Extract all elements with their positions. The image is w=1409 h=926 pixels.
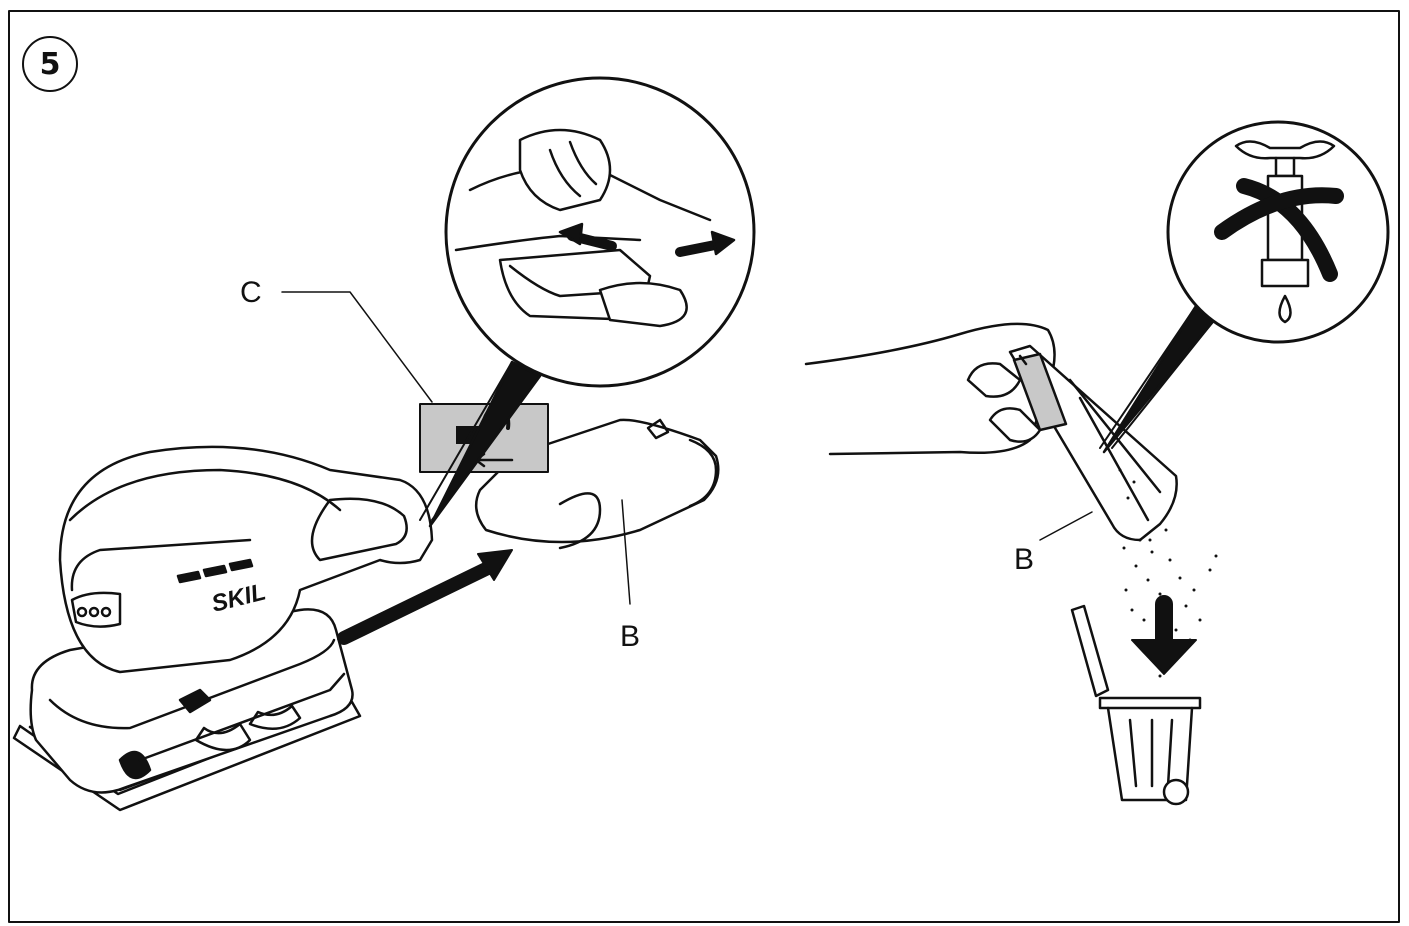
water-drop-icon xyxy=(1278,294,1292,324)
trash-bin-icon xyxy=(1070,604,1202,806)
leader-line-b-bag xyxy=(621,499,631,605)
faucet-icon xyxy=(1234,140,1336,160)
figure-frame xyxy=(8,10,1400,923)
label-b-emptying: B xyxy=(1014,543,1035,576)
leader-line-c xyxy=(281,291,433,403)
label-b-bag: B xyxy=(620,620,641,653)
leader-line-b-emptying xyxy=(1039,511,1093,541)
sander-illustration: SKIL xyxy=(12,445,434,812)
release-detail-inset xyxy=(419,76,756,528)
no-water-inset xyxy=(1099,120,1390,454)
cross-mark-icon xyxy=(1236,178,1338,282)
label-c: C xyxy=(240,276,262,309)
step-number-badge: 5 xyxy=(22,36,78,92)
insert-arrow xyxy=(337,559,499,645)
